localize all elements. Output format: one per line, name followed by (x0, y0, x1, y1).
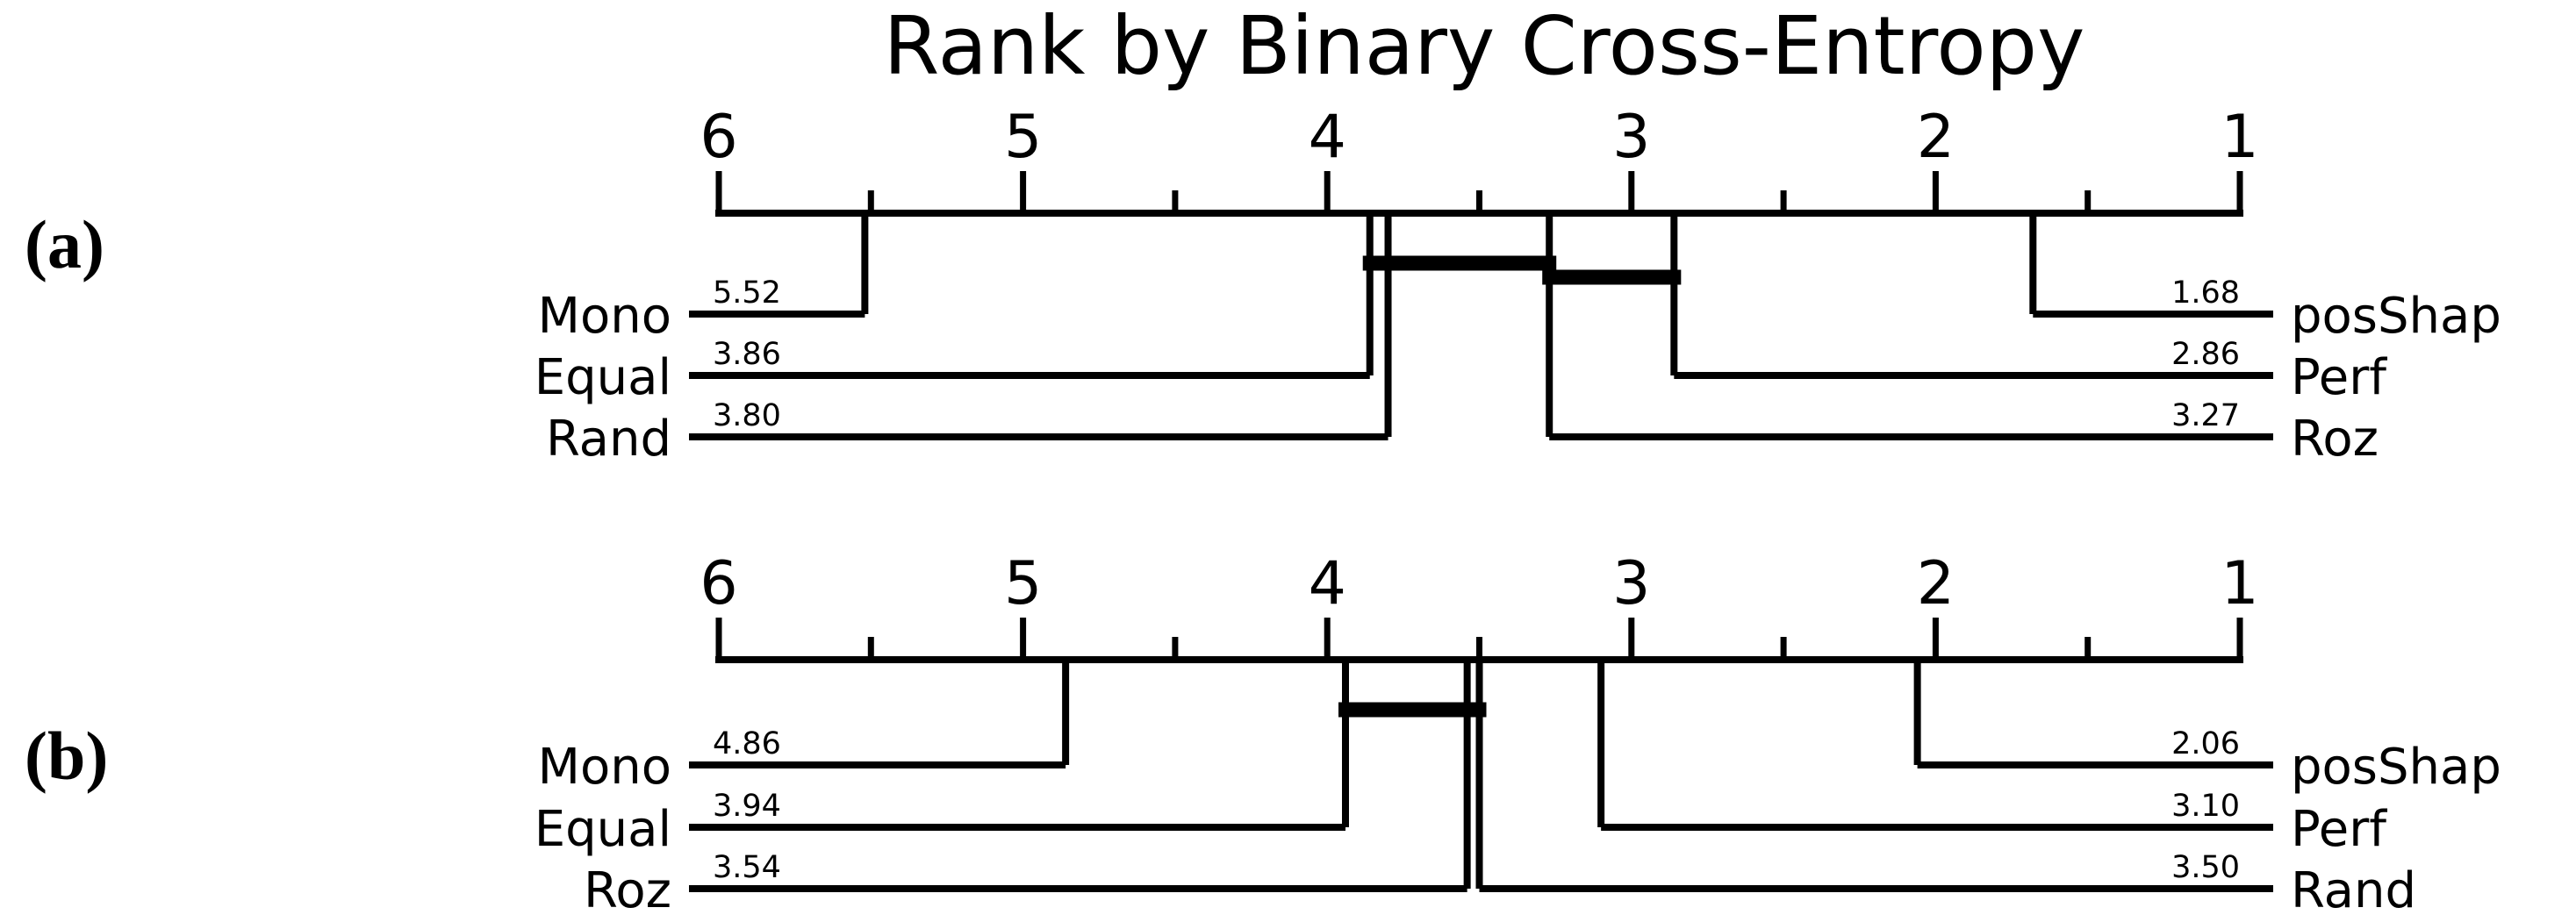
method-name-label: Equal (535, 349, 671, 406)
axis-tick-label: 1 (2221, 549, 2258, 618)
method-rank-value: 5.52 (713, 275, 781, 311)
axis-tick-label: 1 (2221, 103, 2258, 172)
method-name-label: Mono (538, 288, 671, 345)
method-rank-value: 3.50 (2171, 850, 2240, 885)
method-name-label: Roz (584, 862, 671, 919)
method-rank-value: 2.86 (2171, 337, 2240, 372)
method-name-label: Rand (546, 411, 671, 468)
axis-tick-label: 5 (1004, 549, 1042, 618)
method-rank-value: 3.80 (713, 398, 781, 433)
method-rank-value: 4.86 (713, 726, 781, 761)
panel-a-tag: (a) (25, 206, 104, 282)
chart-title: Rank by Binary Cross-Entropy (884, 0, 2085, 93)
method-name-label: Perf (2291, 801, 2387, 858)
method-name-label: Roz (2291, 411, 2379, 468)
axis-tick-label: 4 (1309, 103, 1346, 172)
method-name-label: Rand (2291, 862, 2416, 919)
method-name-label: posShap (2291, 739, 2501, 796)
panel-b-tag: (b) (25, 718, 108, 794)
axis-tick-label: 3 (1612, 549, 1650, 618)
axis-tick-label: 2 (1917, 549, 1955, 618)
method-rank-value: 3.94 (713, 789, 781, 824)
method-name-label: Equal (535, 801, 671, 858)
method-rank-value: 3.86 (713, 337, 781, 372)
method-name-label: posShap (2291, 288, 2501, 345)
method-rank-value: 1.68 (2171, 275, 2240, 311)
axis-tick-label: 2 (1917, 103, 1955, 172)
method-name-label: Mono (538, 739, 671, 796)
method-rank-value: 2.06 (2171, 726, 2240, 761)
method-name-label: Perf (2291, 349, 2387, 406)
axis-tick-label: 4 (1309, 549, 1346, 618)
axis-tick-label: 5 (1004, 103, 1042, 172)
method-rank-value: 3.27 (2171, 398, 2240, 433)
axis-tick-label: 6 (700, 549, 737, 618)
axis-tick-label: 6 (700, 103, 737, 172)
method-rank-value: 3.54 (713, 850, 781, 885)
axis-tick-label: 3 (1612, 103, 1650, 172)
method-rank-value: 3.10 (2171, 789, 2240, 824)
